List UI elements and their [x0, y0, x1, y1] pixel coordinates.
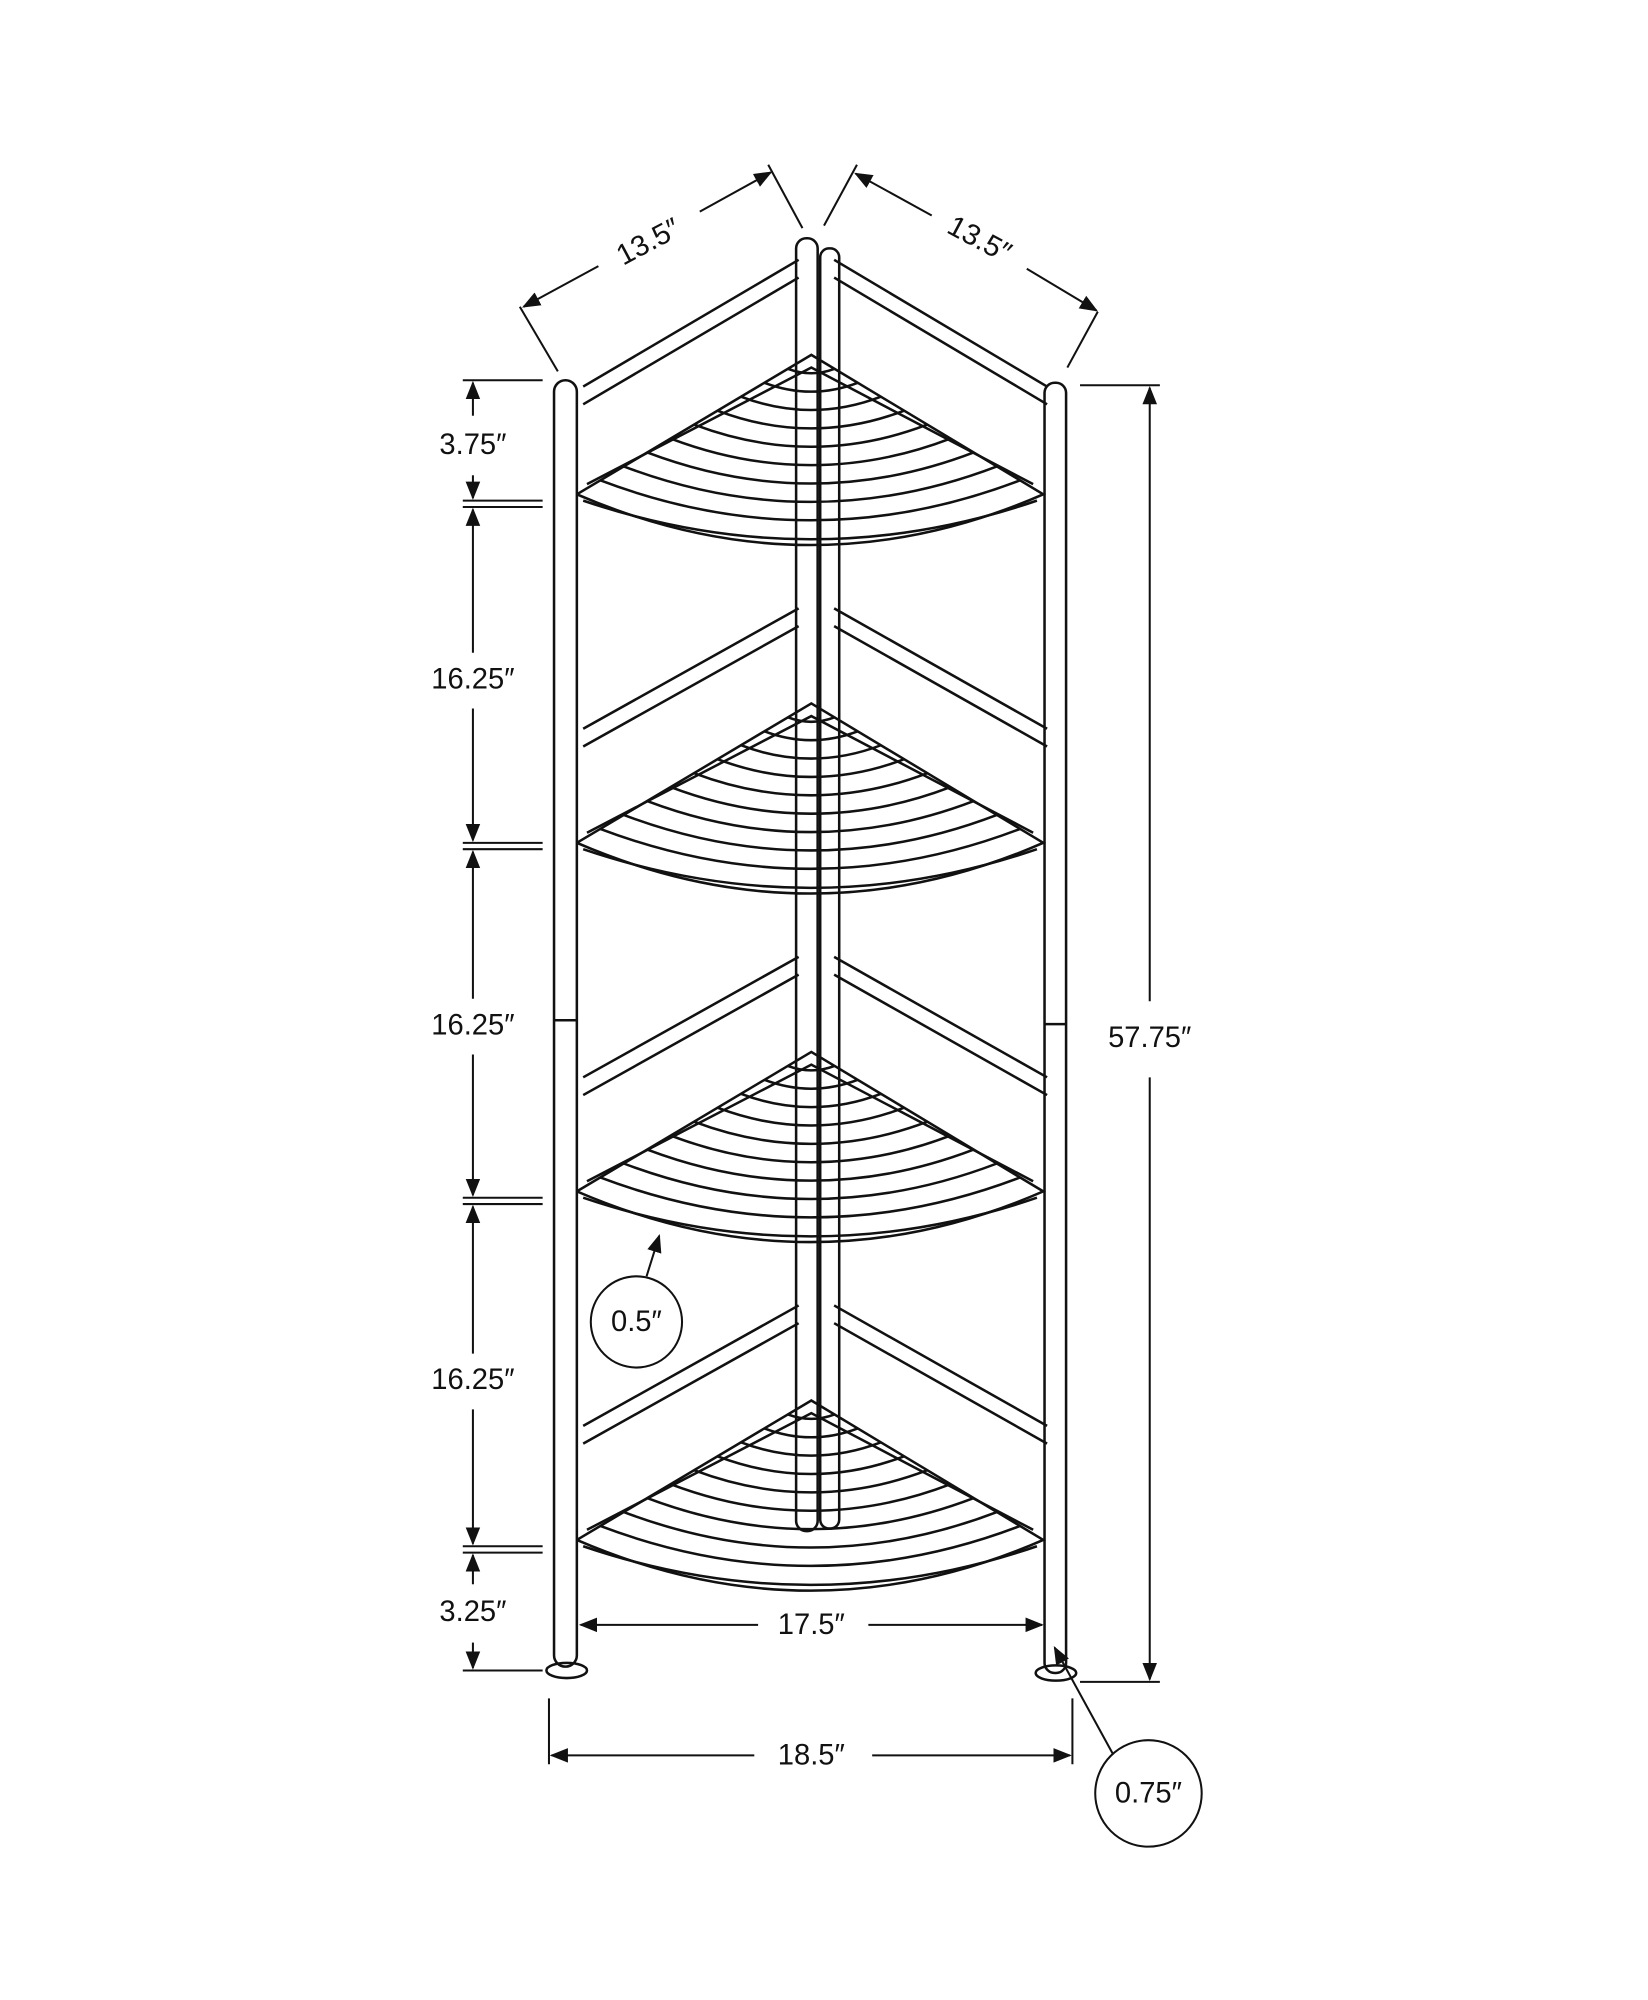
shelf-slat — [599, 1524, 1021, 1568]
shelf-slat — [693, 423, 928, 449]
shelf-slat — [623, 1510, 998, 1549]
right-front-post — [1043, 381, 1068, 1675]
back-rail-right — [833, 607, 1048, 730]
vertical-spacing-dimensions: 3.75″ 16.25″ 16.25″ 16.25″ 3.25″ — [431, 379, 543, 1672]
shelf-side-rail — [586, 1063, 1034, 1183]
post-diameter-callout: 0.75″ — [1053, 1646, 1203, 1848]
shelf-front-edge — [582, 499, 1038, 541]
total-height-label: 57.75″ — [1108, 1022, 1191, 1054]
overall-width-label: 18.5″ — [778, 1739, 845, 1771]
shelf-slat — [599, 827, 1021, 870]
shelf-3 — [576, 1050, 1047, 1244]
shelf-1 — [576, 353, 1047, 547]
shelf-slat — [670, 1134, 951, 1164]
back-rail-left — [582, 276, 800, 406]
shelf-slat — [693, 771, 928, 797]
post-diameter-label: 0.75″ — [1115, 1777, 1182, 1809]
back-rail-left — [582, 258, 800, 388]
shelf-slat — [717, 1455, 905, 1476]
back-rail-left — [582, 607, 800, 730]
shelf-slat — [670, 1482, 951, 1513]
shelf-thickness-label: 0.5″ — [611, 1306, 662, 1338]
shelf-4 — [576, 1399, 1047, 1592]
back-rail-right — [833, 276, 1048, 406]
depth-left-label: 13.5″ — [611, 212, 685, 272]
shelf-slat — [693, 1469, 928, 1494]
shelf-slat — [670, 785, 951, 815]
shelf-gap-3-label: 16.25″ — [431, 1364, 514, 1396]
shelf-slat — [763, 1078, 859, 1090]
shelf-slat — [763, 381, 859, 393]
shelf-side-rail — [586, 714, 1034, 834]
shelf-outline — [576, 1399, 1047, 1592]
shelf-slat — [787, 716, 835, 724]
shelf-slat — [717, 1106, 905, 1127]
back-rail-left — [582, 973, 800, 1097]
back-rail-right — [833, 973, 1048, 1097]
shelf-slat — [717, 758, 905, 779]
shelf-slat — [787, 367, 835, 375]
shelf-slat — [717, 409, 905, 430]
bottom-gap-label: 3.25″ — [439, 1596, 506, 1628]
shelf-outline — [576, 1050, 1047, 1244]
overall-width-dimension: 18.5″ — [547, 1698, 1074, 1771]
shelf-thickness-callout: 0.5″ — [589, 1233, 684, 1369]
shelf-slat — [670, 437, 951, 467]
back-rail-right — [833, 1304, 1048, 1427]
shelf-slat — [740, 395, 882, 412]
shelf-front-edge — [582, 1545, 1038, 1587]
left-foot — [545, 1661, 589, 1680]
shelf-slat — [740, 1441, 882, 1457]
left-front-post — [552, 378, 579, 1668]
shelf-slat — [787, 1413, 835, 1421]
shelf-front-edge — [582, 1196, 1038, 1238]
shelf-slat — [646, 451, 975, 485]
depth-right-dimension: 13.5″ — [823, 164, 1099, 369]
shelf-slat — [740, 1092, 882, 1109]
shelf-outline — [576, 353, 1047, 547]
shelf-slat — [763, 730, 859, 742]
shelf-slat — [623, 813, 998, 852]
back-rail-left — [582, 955, 800, 1079]
shelf-front-edge — [582, 847, 1038, 890]
shelf-slat — [646, 799, 975, 834]
back-rail-left — [582, 1304, 800, 1427]
shelf-slat — [599, 479, 1021, 522]
top-gap-label: 3.75″ — [439, 429, 506, 461]
shelf-side-rail — [586, 366, 1034, 486]
inner-width-label: 17.5″ — [778, 1609, 845, 1641]
rear-corner-post — [794, 237, 819, 1533]
back-rail-left — [582, 1322, 800, 1445]
shelf-gap-2-label: 16.25″ — [431, 1009, 514, 1041]
back-rail-left — [582, 625, 800, 748]
shelf-2 — [576, 701, 1047, 895]
shelf-side-rail — [586, 1411, 1034, 1531]
shelf-slat — [646, 1148, 975, 1182]
shelf-slat — [763, 1427, 859, 1439]
shelf-slat — [623, 465, 998, 504]
shelf-outline — [576, 701, 1047, 895]
back-rail-right — [833, 955, 1048, 1079]
depth-right-label: 13.5″ — [942, 210, 1016, 270]
shelf-slat — [787, 1064, 835, 1072]
shelf-unit — [545, 237, 1078, 1682]
shelf-slat — [646, 1496, 975, 1531]
shelf-slat — [623, 1162, 998, 1201]
shelf-slat — [599, 1176, 1021, 1219]
back-rail-right — [833, 625, 1048, 748]
total-height-dimension: 57.75″ — [1080, 384, 1191, 1683]
shelf-gap-1-label: 16.25″ — [431, 663, 514, 695]
shelf-slat — [740, 744, 882, 760]
inner-width-dimension: 17.5″ — [578, 1609, 1044, 1641]
shelf-slat — [693, 1120, 928, 1146]
back-rail-right — [833, 258, 1048, 388]
back-rail-right — [833, 1322, 1048, 1445]
